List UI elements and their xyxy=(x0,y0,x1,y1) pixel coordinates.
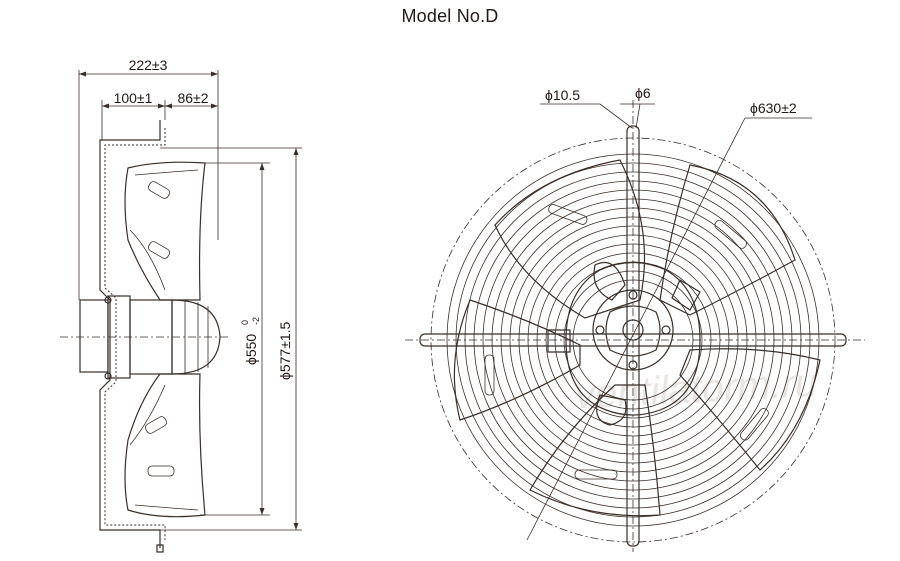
hub-lobe-right xyxy=(671,279,701,311)
hub-lobe-left xyxy=(547,329,571,353)
blade-2 xyxy=(659,164,796,316)
hub-lobe-bottom xyxy=(596,394,627,426)
guard-foot xyxy=(156,544,164,553)
guard-ring xyxy=(572,279,694,401)
blade-slot xyxy=(147,465,175,477)
hub-screw xyxy=(595,325,605,335)
front-view: ϕ10.5 ϕ6 ϕ630±2 xyxy=(405,85,865,552)
hub-center-hole xyxy=(622,319,644,341)
label-550-tol-lower: -2 xyxy=(251,317,261,325)
label-10-5: ϕ10.5 xyxy=(545,87,580,103)
label-630: ϕ630±2 xyxy=(750,100,797,116)
guard-ring xyxy=(446,153,820,527)
arrow xyxy=(259,163,265,170)
guard-ring xyxy=(509,216,757,464)
label-100: 100±1 xyxy=(114,90,153,106)
label-222: 222±3 xyxy=(129,57,168,73)
guard-ring xyxy=(491,198,775,482)
blade-slot xyxy=(148,181,170,199)
label-86: 86±2 xyxy=(177,90,208,106)
label-550-group: ϕ550 0 -2 xyxy=(240,317,261,365)
blade-4 xyxy=(529,384,661,517)
guard-ring xyxy=(545,252,721,428)
blade-3 xyxy=(679,348,821,471)
leader-10-5 xyxy=(599,103,633,129)
guard-wire xyxy=(104,128,166,540)
label-6: ϕ6 xyxy=(635,85,651,101)
drawing-title: Model No.D xyxy=(401,6,499,26)
guard-bar-vertical xyxy=(626,125,640,547)
bolt xyxy=(104,296,112,304)
arrow xyxy=(79,71,86,77)
guard-ring xyxy=(536,243,730,437)
guard-ring xyxy=(527,234,739,446)
blade-1 xyxy=(494,159,646,319)
guard-ring xyxy=(455,162,811,518)
label-577-group: ϕ577±1.5 xyxy=(277,321,293,380)
upper-blade xyxy=(124,161,206,301)
side-view: 222±3 100±1 86±2 ϕ550 0 -2 ϕ577±1.5 xyxy=(60,57,302,553)
hub-screw xyxy=(628,290,638,300)
hub-center-plate xyxy=(605,305,661,357)
blade-slot xyxy=(145,416,167,434)
arrow xyxy=(158,103,165,109)
motor-back xyxy=(79,299,109,373)
arrow xyxy=(293,148,299,155)
blade-5 xyxy=(453,299,581,421)
arrow xyxy=(102,103,109,109)
rotor-ribs xyxy=(184,300,209,374)
guard-ring xyxy=(473,180,793,500)
blade-slot xyxy=(148,241,170,259)
arrow xyxy=(211,103,218,109)
motor-front xyxy=(171,299,221,375)
guard-ring xyxy=(500,207,766,473)
guard-outline xyxy=(99,120,161,548)
guard-ring xyxy=(563,270,703,410)
blade-slots xyxy=(484,204,769,480)
guard-ring xyxy=(518,225,748,455)
arrow xyxy=(165,103,172,109)
hub-screw xyxy=(661,325,671,335)
hub-screw xyxy=(628,360,638,370)
arrow xyxy=(259,508,265,515)
lower-blade xyxy=(124,373,206,518)
lower-blade-detail xyxy=(129,384,199,511)
label-577: ϕ577±1.5 xyxy=(277,321,293,380)
hub-ring xyxy=(592,289,674,371)
guard-outer-circle xyxy=(430,137,836,543)
arrow xyxy=(293,523,299,530)
label-550-tol-upper: 0 xyxy=(240,320,250,325)
label-550: ϕ550 xyxy=(243,334,259,365)
leader-6 xyxy=(635,103,641,129)
guard-ring xyxy=(464,171,802,509)
leader-630 xyxy=(526,117,746,541)
bolt xyxy=(104,372,112,380)
arrow xyxy=(211,71,218,77)
upper-blade-detail xyxy=(129,169,199,291)
